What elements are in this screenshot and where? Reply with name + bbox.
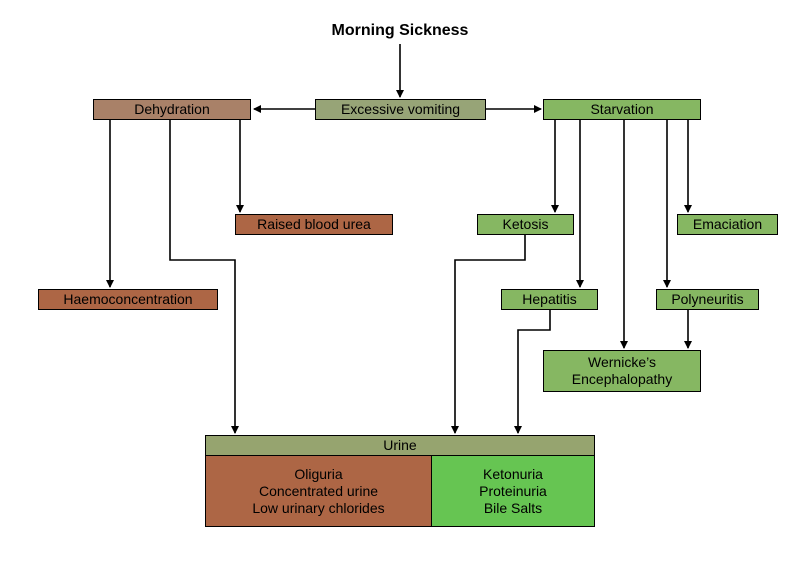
node-label: Haemoconcentration <box>63 291 193 307</box>
node-dehydration: Dehydration <box>93 99 251 120</box>
node-label: Emaciation <box>692 216 763 232</box>
arrow-dehydration-to-urine <box>169 120 239 434</box>
node-wernickes-encephalopathy: Wernicke’s Encephalopathy <box>543 350 701 392</box>
urine-starvation-findings: Ketonuria Proteinuria Bile Salts <box>431 455 595 527</box>
node-raised-blood-urea: Raised blood urea <box>235 214 393 235</box>
diagram-title: Morning Sickness <box>331 22 469 39</box>
urine-header-label: Urine <box>383 437 417 453</box>
node-hepatitis: Hepatitis <box>501 289 598 310</box>
urine-dehydration-findings: Oliguria Concentrated urine Low urinary … <box>205 455 432 527</box>
urine-header: Urine <box>205 435 595 456</box>
urine-finding: Low urinary chlorides <box>252 499 385 516</box>
arrow-ketosis-to-urine <box>451 235 526 434</box>
node-label-line2: Encephalopathy <box>571 371 673 387</box>
node-polyneuritis: Polyneuritis <box>656 289 759 310</box>
node-label: Excessive vomiting <box>340 101 461 117</box>
node-label-line1: Wernicke’s <box>588 354 656 370</box>
urine-finding: Bile Salts <box>483 499 543 516</box>
node-label: Hepatitis <box>522 291 577 307</box>
urine-finding: Ketonuria <box>483 465 543 482</box>
urine-finding: Proteinuria <box>479 482 547 499</box>
node-emaciation: Emaciation <box>677 214 778 235</box>
node-label: Raised blood urea <box>257 216 371 232</box>
urine-finding: Oliguria <box>294 465 343 482</box>
node-excessive-vomiting: Excessive vomiting <box>315 99 486 120</box>
urine-finding: Concentrated urine <box>258 482 379 499</box>
node-label: Starvation <box>590 101 654 117</box>
node-label: Ketosis <box>502 216 549 232</box>
node-starvation: Starvation <box>543 99 701 120</box>
node-label: Polyneuritis <box>671 291 744 307</box>
arrow-hepatitis-to-urine <box>514 309 551 434</box>
node-haemoconcentration: Haemoconcentration <box>38 289 218 310</box>
node-ketosis: Ketosis <box>477 214 574 235</box>
node-label: Dehydration <box>134 101 210 117</box>
